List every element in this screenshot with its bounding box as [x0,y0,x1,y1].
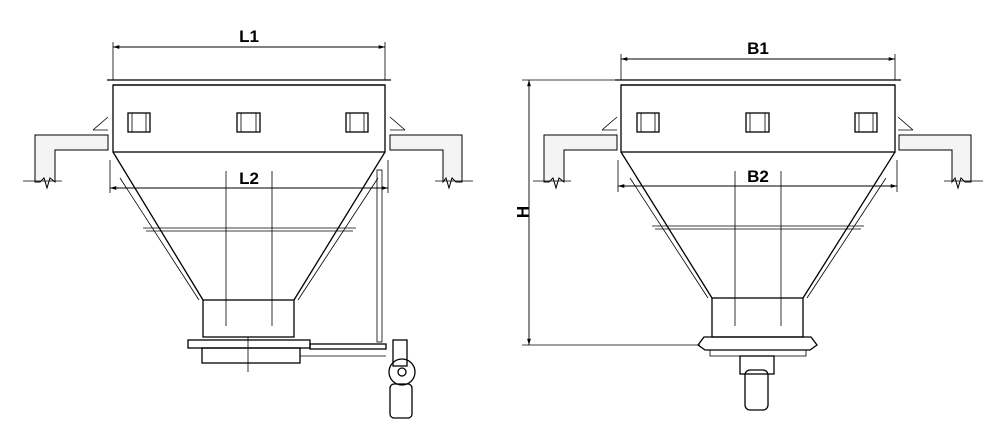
hopper-body [92,79,406,372]
h-dimension: H [513,79,700,346]
motor [389,383,413,419]
motor [744,369,769,411]
b1-dimension: B1 [620,39,896,80]
b2-dimension: B2 [617,160,898,326]
l2-dimension: L2 [109,160,389,326]
front-view: L1 [23,27,473,419]
concrete-slab-left [533,134,618,190]
inspection-window [636,112,660,133]
b2-label: B2 [747,167,769,186]
l1-label: L1 [239,27,259,46]
inspection-window [127,112,151,133]
concrete-slab-right [389,134,473,190]
inspection-window [345,112,369,133]
side-view: B1 H [513,39,983,411]
gate-actuator [300,169,416,419]
hopper-body [601,79,914,411]
l1-dimension: L1 [112,27,386,80]
concrete-slab-left [23,134,109,190]
inspection-window [236,112,261,133]
b1-label: B1 [747,39,769,58]
concrete-slab-right [898,134,983,190]
l2-label: L2 [239,169,259,188]
h-label: H [513,206,532,218]
inspection-window [854,112,878,133]
inspection-window [745,112,770,133]
handwheel-icon [388,358,416,386]
